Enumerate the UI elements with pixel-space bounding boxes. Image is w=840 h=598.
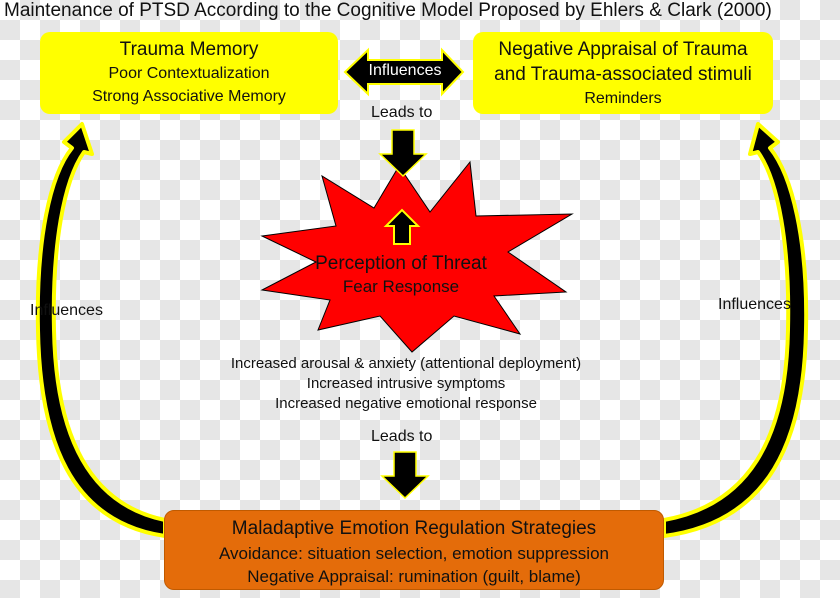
- threat-starburst: [260, 160, 574, 353]
- negative-appraisal-line-2: and Trauma-associated stimuli: [494, 64, 752, 85]
- trauma-memory-title: Trauma Memory: [119, 39, 259, 60]
- effect-item: Increased negative emotional response: [275, 395, 537, 412]
- leads-to-top-label: Leads to: [371, 104, 433, 121]
- diagram-title: Maintenance of PTSD According to the Cog…: [4, 0, 772, 21]
- influences-right-label: Influences: [718, 296, 791, 313]
- maladaptive-title: Maladaptive Emotion Regulation Strategie…: [231, 518, 597, 539]
- leads-to-bottom-label: Leads to: [371, 428, 433, 445]
- negative-appraisal-line-3: Reminders: [584, 90, 662, 107]
- maladaptive-strategies-box: Maladaptive Emotion Regulation Strategie…: [164, 510, 664, 590]
- threat-title: Perception of Threat: [315, 253, 487, 274]
- effect-item: Increased arousal & anxiety (attentional…: [230, 355, 582, 372]
- effects-list: Increased arousal & anxiety (attentional…: [196, 354, 616, 414]
- negative-appraisal-line-1: Negative Appraisal of Trauma: [498, 39, 748, 60]
- influences-top-label: Influences: [368, 62, 442, 79]
- influences-left-label: Influences: [30, 302, 103, 319]
- trauma-memory-line-2: Poor Contextualization: [108, 65, 270, 82]
- threat-text: Perception of Threat Fear Response: [266, 252, 536, 298]
- effect-item: Increased intrusive symptoms: [306, 375, 506, 392]
- leads-to-down-arrow-top: [378, 129, 428, 178]
- trauma-memory-box: Trauma Memory Poor Contextualization Str…: [40, 32, 338, 114]
- leads-to-down-arrow-bottom: [380, 451, 430, 500]
- threat-subtitle: Fear Response: [342, 277, 460, 296]
- trauma-memory-line-3: Strong Associative Memory: [92, 88, 286, 105]
- maladaptive-line-2: Avoidance: situation selection, emotion …: [219, 544, 609, 563]
- maladaptive-line-3: Negative Appraisal: rumination (guilt, b…: [247, 567, 581, 586]
- negative-appraisal-box: Negative Appraisal of Trauma and Trauma-…: [473, 32, 773, 114]
- right-curved-arrow: [662, 122, 809, 538]
- left-curved-arrow: [35, 122, 167, 538]
- influences-double-arrow: [343, 47, 465, 97]
- threat-up-arrow: [383, 208, 421, 245]
